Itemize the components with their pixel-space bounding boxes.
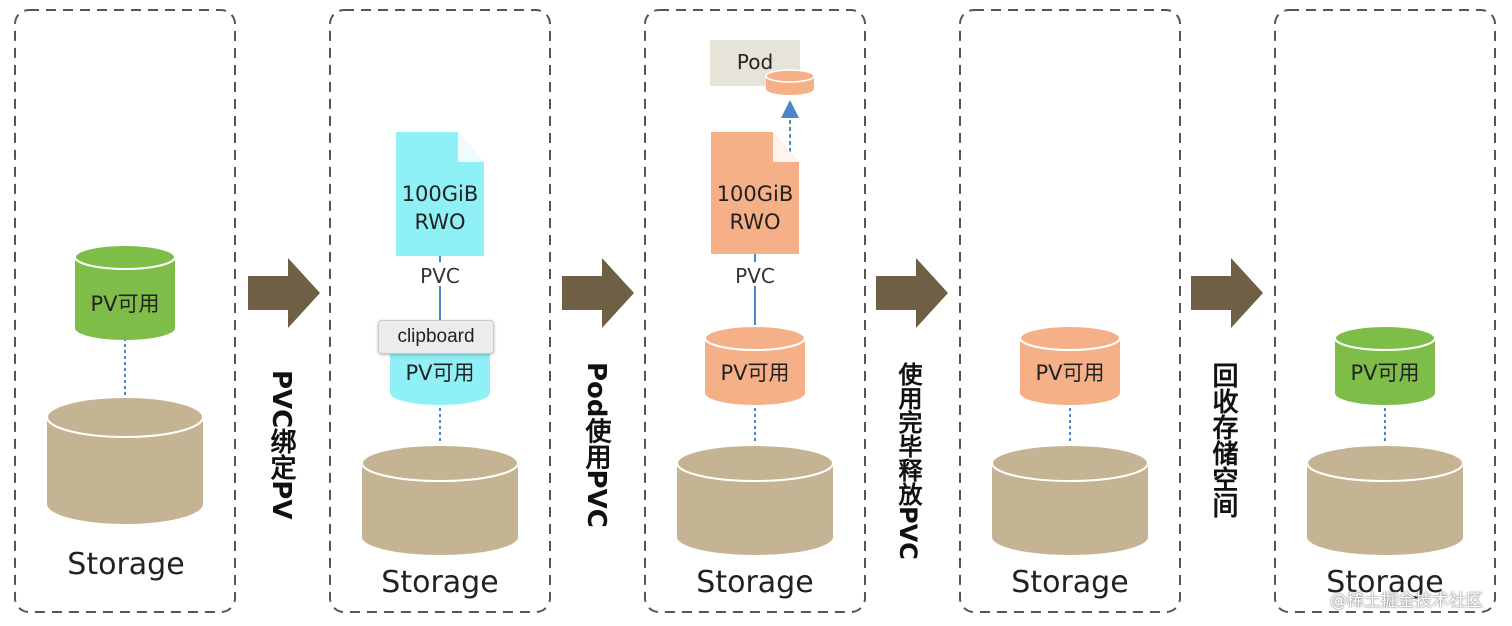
storage-label: Storage [1011, 565, 1128, 600]
stage-panel-5 [1274, 9, 1496, 613]
pv-cylinder [1019, 325, 1121, 405]
stage-panel-3 [644, 9, 866, 613]
pv-cylinder [704, 325, 806, 405]
stage-panel-1 [14, 9, 236, 613]
watermark-text: @稀土掘金技术社区 [1330, 591, 1483, 611]
pod-volume-cylinder [765, 69, 815, 95]
pvc-document [711, 132, 799, 254]
pv-label: PV可用 [1350, 361, 1419, 385]
storage-cylinder [361, 444, 519, 555]
stage-panel-2 [329, 9, 551, 613]
transition-label-reclaim-storage: 回收存储空间 [1208, 362, 1238, 518]
transition-label-bind-pv: PVC绑定PV [266, 370, 296, 520]
storage-cylinder [1306, 444, 1464, 555]
storage-cylinder [676, 444, 834, 555]
pv-label: PV可用 [405, 361, 474, 385]
transition-arrow-2 [562, 258, 634, 328]
transition-label-pod-use-pvc: Pod使用PVC [581, 362, 611, 528]
pv-cylinder [74, 244, 176, 340]
storage-cylinder [991, 444, 1149, 555]
pod-mount-arrowhead [781, 100, 799, 118]
storage-label: Storage [1326, 565, 1443, 600]
transition-arrow-4 [1191, 258, 1263, 328]
pvc-mode: RWO [414, 210, 465, 234]
pv-cylinder [1334, 325, 1436, 405]
transition-arrow-1 [248, 258, 320, 328]
pv-label: PV可用 [720, 361, 789, 385]
clipboard-tooltip: clipboard [378, 320, 494, 354]
storage-label: Storage [696, 565, 813, 600]
pvc-label: PVC [735, 264, 775, 288]
pvc-label: PVC [420, 264, 460, 288]
pvc-size: 100GiB [402, 182, 479, 206]
pod-label: Pod [737, 50, 773, 74]
pvc-size: 100GiB [717, 182, 794, 206]
pvc-mode: RWO [729, 210, 780, 234]
pvc-document [396, 132, 484, 256]
transition-label-release-pvc: 使用完毕释放PVC [894, 362, 922, 560]
storage-label: Storage [381, 565, 498, 600]
pv-label: PV可用 [1035, 361, 1104, 385]
transition-arrow-3 [876, 258, 948, 328]
storage-label: Storage [67, 547, 184, 582]
stage-panel-4 [959, 9, 1181, 613]
pv-label: PV可用 [90, 292, 159, 316]
storage-cylinder [46, 396, 204, 524]
